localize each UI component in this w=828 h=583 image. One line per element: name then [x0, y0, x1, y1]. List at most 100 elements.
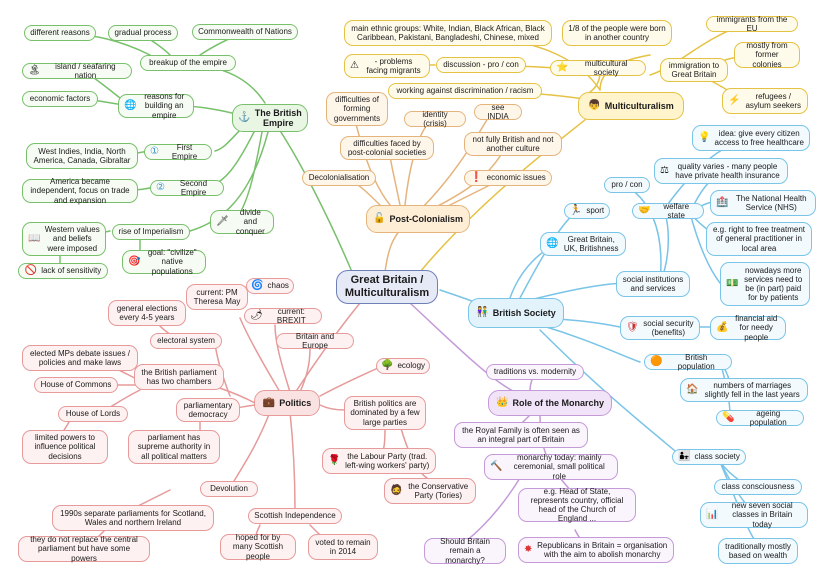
economic-factors-node[interactable]: economic factors [22, 91, 98, 107]
nhs-node[interactable]: 🏥 The National Health Service (NHS) [710, 190, 816, 216]
house-commons-node[interactable]: House of Commons [34, 377, 118, 393]
born-elsewhere-node[interactable]: 1/8 of the people were born in another c… [562, 20, 672, 46]
decolonisation-node[interactable]: Decolonialisation [302, 170, 376, 186]
economic-issues-node[interactable]: ❗ economic issues [464, 170, 552, 186]
class-society-node[interactable]: 👨‍👧 class society [672, 449, 746, 465]
pro-con-node[interactable]: pro / con [604, 177, 650, 193]
discussion-node[interactable]: discussion - pro / con [436, 57, 526, 73]
hospital-icon: 🏥 [716, 197, 729, 208]
current-brexit-node[interactable]: 🌶 current: BREXIT [244, 307, 322, 325]
not-replace-node[interactable]: they do not replace the central parliame… [18, 535, 150, 563]
america-independent-label: America became independent, focus on tra… [30, 177, 130, 205]
quality-varies-node[interactable]: ⚖ quality varies - many people have priv… [654, 158, 788, 184]
labour-node[interactable]: 🌹 the Labour Party (trad. left-wing work… [322, 448, 436, 474]
ethnic-groups-node[interactable]: main ethnic groups: White, Indian, Black… [344, 20, 552, 46]
hoped-for-node[interactable]: hoped for by many Scottish people [220, 533, 296, 561]
sport-node[interactable]: 🏃 sport [564, 203, 610, 219]
island-node[interactable]: 🏝 island / seafaring nation [22, 62, 132, 80]
chaos-node[interactable]: 🌀 chaos [246, 278, 294, 294]
see-india-node[interactable]: see INDIA [474, 103, 522, 121]
scottish-independence-node[interactable]: Scottish Independence [248, 508, 342, 524]
population-label: British population [677, 352, 715, 371]
british-empire-node[interactable]: ⚓ The British Empire [232, 104, 308, 132]
separate-parliaments-node[interactable]: 1990s separate parliaments for Scotland,… [52, 505, 214, 531]
multicultural-society-node[interactable]: ⭐ multicultural society [550, 59, 646, 77]
class-consciousness-node[interactable]: class consciousness [714, 479, 802, 495]
institutions-node[interactable]: social institutions and services [616, 271, 690, 297]
electoral-system-node[interactable]: electoral system [150, 333, 222, 349]
britain-europe-node[interactable]: Britain and Europe [276, 332, 354, 350]
former-colonies-node[interactable]: mostly from former colonies [734, 41, 800, 69]
new-classes-label: new seven social classes in Britain toda… [731, 501, 793, 529]
british-society-label: British Society [492, 307, 556, 318]
gradual-process-node[interactable]: gradual process [108, 25, 178, 41]
first-empire-places-node[interactable]: West Indies, India, North America, Canad… [26, 143, 138, 169]
commonwealth-node[interactable]: Commonwealth of Nations [192, 24, 298, 40]
devolution-node[interactable]: Devolution [200, 481, 258, 497]
difficulties-societies-node[interactable]: difficulties faced by post-colonial soci… [340, 136, 434, 160]
idea-healthcare-node[interactable]: 💡 idea: give every citizen access to fre… [692, 125, 810, 151]
parliament-authority-node[interactable]: parliament has supreme authority in all … [128, 430, 220, 464]
refugees-node[interactable]: ⚡ refugees / asylum seekers [722, 88, 808, 114]
politics-node[interactable]: 💼 Politics [254, 390, 320, 416]
elected-mps-node[interactable]: elected MPs debate issues / policies and… [22, 345, 138, 371]
different-reasons-node[interactable]: different reasons [24, 25, 96, 41]
dominated-node[interactable]: British politics are dominated by a few … [344, 396, 426, 430]
problems-migrants-node[interactable]: ⚠ - problems facing migrants [344, 54, 430, 78]
center-topic[interactable]: Great Britain / Multiculturalism [336, 270, 438, 304]
electoral-system-label: electoral system [157, 336, 215, 346]
based-wealth-node[interactable]: traditionally mostly based on wealth [718, 538, 798, 564]
immigrants-eu-node[interactable]: immigrants from the EU [706, 15, 798, 33]
identity-node[interactable]: identity (crisis) [404, 110, 466, 128]
anchor-icon: ⚓ [238, 112, 251, 123]
republicans-node[interactable]: ✸ Republicans in Britain = organisation … [518, 537, 674, 563]
multiculturalism-node[interactable]: 👦 Multiculturalism [578, 92, 684, 120]
working-against-node[interactable]: working against discrimination / racism [388, 83, 542, 99]
general-elections-node[interactable]: general elections every 4-5 years [108, 300, 186, 326]
two-chambers-node[interactable]: the British parliament has two chambers [134, 364, 224, 390]
new-classes-node[interactable]: 📊 new seven social classes in Britain to… [700, 501, 808, 529]
difficulties-governments-node[interactable]: difficulties of forming governments [326, 92, 388, 126]
british-society-node[interactable]: 👫 British Society [468, 298, 564, 328]
elected-mps-label: elected MPs debate issues / policies and… [29, 348, 131, 367]
royal-family-node[interactable]: the Royal Family is often seen as an int… [454, 422, 588, 448]
ecology-node[interactable]: 🌳 ecology [376, 358, 430, 374]
social-security-node[interactable]: 🛡 social security (benefits) [620, 316, 700, 340]
traditions-node[interactable]: traditions vs. modernity [486, 364, 584, 380]
breakup-node[interactable]: breakup of the empire [140, 55, 236, 71]
head-of-state-node[interactable]: e.g. Head of State, represents country, … [518, 487, 636, 523]
conservative-node[interactable]: 🧔 the Conservative Party (Tories) [384, 478, 476, 504]
remain-question-node[interactable]: Should Britain remain a monarchy? [424, 537, 506, 565]
post-colonialism-node[interactable]: 🔓 Post-Colonialism [366, 205, 470, 233]
not-fully-node[interactable]: not fully British and not another cultur… [464, 132, 562, 156]
voted-remain-node[interactable]: voted to remain in 2014 [308, 534, 378, 560]
monarchy-node[interactable]: 👑 Role of the Monarchy [488, 390, 612, 416]
ceremonial-node[interactable]: 🔨 monarchy today: mainly ceremonial, sma… [484, 453, 618, 481]
storm-icon: 🌀 [251, 280, 264, 291]
goal-civilize-node[interactable]: 🎯 goal: "civilize" native populations [122, 248, 206, 276]
marriages-node[interactable]: 🏠 numbers of marriages slightly fell in … [680, 378, 808, 402]
limited-powers-node[interactable]: limited powers to influence political de… [22, 430, 108, 464]
current-pm-node[interactable]: current: PM Theresa May [186, 284, 248, 310]
ecology-label: ecology [397, 361, 426, 371]
america-independent-node[interactable]: America became independent, focus on tra… [22, 177, 138, 205]
lack-sensitivity-node[interactable]: 🚫 lack of sensitivity [18, 263, 108, 279]
immigration-node[interactable]: immigration to Great Britain [660, 58, 728, 82]
financial-aid-node[interactable]: 💰 financial aid for needy people [710, 314, 786, 342]
house-lords-node[interactable]: House of Lords [58, 406, 128, 422]
reasons-building-node[interactable]: 🌐 reasons for building an empire [118, 92, 194, 120]
ageing-node[interactable]: 💊 ageing population [716, 409, 804, 427]
services-paid-node[interactable]: 💵 nowadays more services need to be (in … [720, 262, 810, 306]
population-node[interactable]: 🟠 British population [644, 352, 732, 371]
first-empire-node[interactable]: ① First Empire [144, 143, 212, 161]
right-free-node[interactable]: e.g. right to free treatment of general … [706, 222, 812, 256]
western-values-node[interactable]: 📖 Western values and beliefs were impose… [22, 222, 106, 256]
divide-conquer-node[interactable]: 🗡 divide and conquer [210, 208, 274, 236]
gb-uk-node[interactable]: 🌐 Great Britain, UK, Britishness [540, 232, 626, 256]
house-commons-label: House of Commons [40, 380, 112, 390]
parliamentary-democracy-node[interactable]: parliamentary democracy [176, 398, 240, 422]
welfare-state-node[interactable]: 🤝 welfare state [632, 202, 704, 220]
rise-imperialism-node[interactable]: rise of Imperialism [112, 224, 190, 240]
second-empire-node[interactable]: ② Second Empire [150, 179, 224, 197]
scales-icon: ⚖ [660, 165, 669, 176]
